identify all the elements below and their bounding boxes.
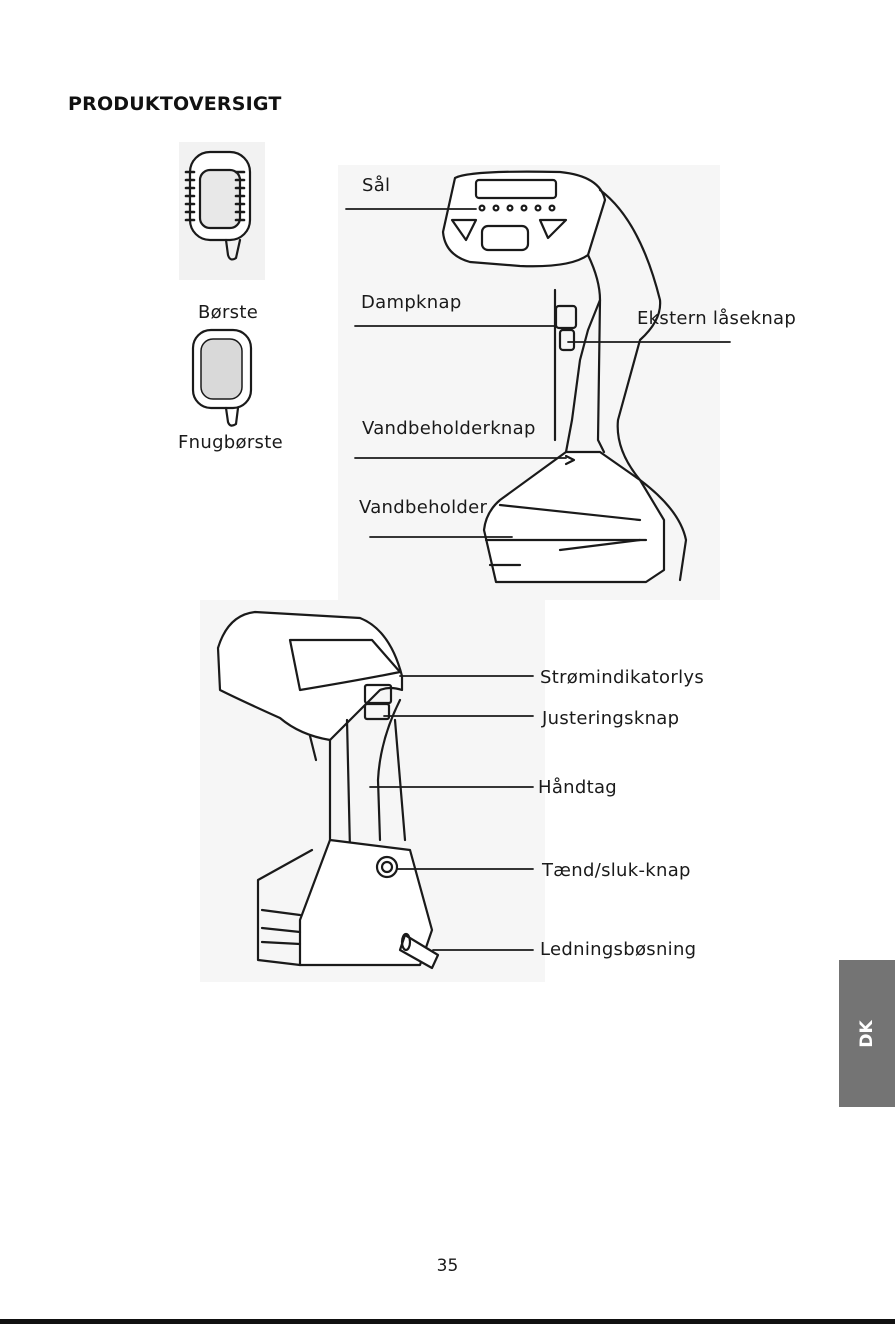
steam-button-label: Dampknap [361,292,462,313]
power-indicator-label: Strømindikatorlys [540,667,704,688]
steamer-side-view [218,612,438,968]
external-lock-button-label: Ekstern låseknap [637,308,796,329]
power-button-label: Tænd/sluk-knap [542,860,691,881]
brush-accessory [186,152,250,259]
steamer-front-view [443,172,686,582]
lint-brush-label: Fnugbørste [178,432,283,453]
tank-button-label: Vandbeholderknap [362,418,536,439]
language-tab: DK [839,960,895,1107]
lint-brush-accessory [193,330,251,426]
cord-bushing-label: Ledningsbøsning [540,939,696,960]
handle-label: Håndtag [538,777,617,798]
sole-label: Sål [362,175,390,196]
water-tank-label: Vandbeholder [359,497,487,518]
page-number: 35 [0,1256,895,1276]
language-tab-label: DK [857,1020,877,1047]
adjust-button-label: Justeringsknap [542,708,679,729]
footer-rule [0,1319,895,1324]
brush-label: Børste [198,302,258,323]
